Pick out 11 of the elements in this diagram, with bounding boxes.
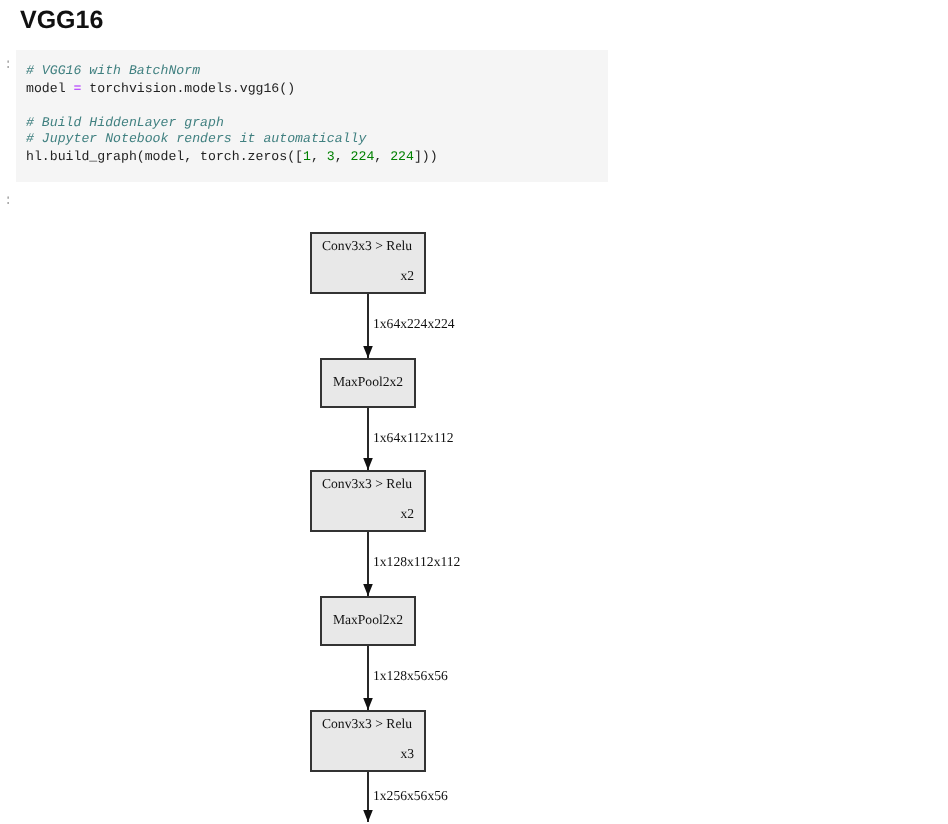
arrow <box>363 407 373 471</box>
arrow <box>363 531 373 597</box>
layer-box <box>310 710 426 772</box>
arrow <box>363 771 373 823</box>
page-title: VGG16 <box>20 6 104 34</box>
layer-box <box>320 358 416 408</box>
arrow <box>363 293 373 359</box>
arrow <box>363 645 373 711</box>
layer-box <box>320 596 416 646</box>
layer-box <box>310 470 426 532</box>
layer-box <box>310 232 426 294</box>
